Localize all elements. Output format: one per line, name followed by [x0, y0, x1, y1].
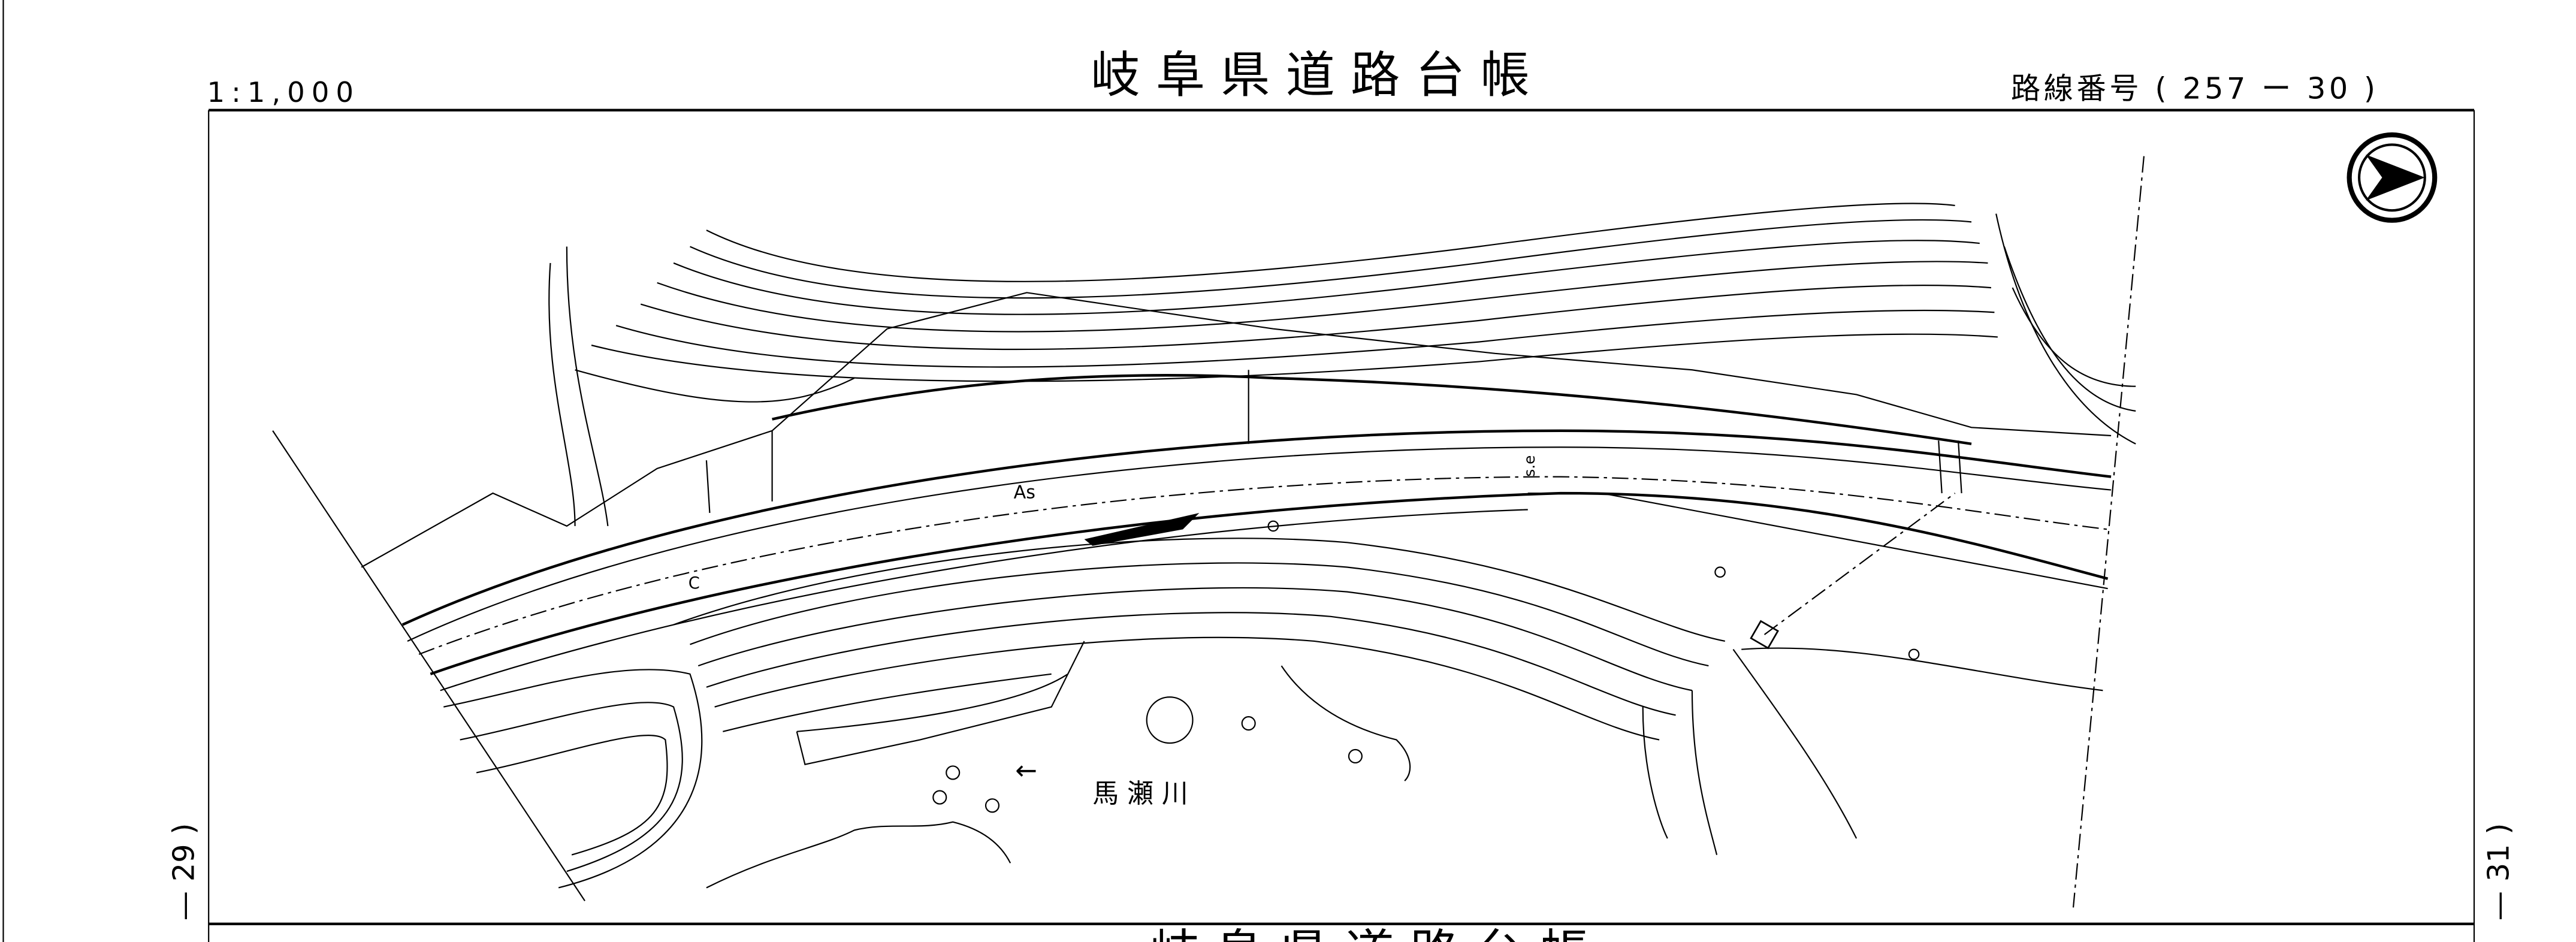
structure-label: s.e [1521, 455, 1538, 477]
riverbank-rocks [706, 493, 1956, 889]
right-sheet-ref: — 31 ) [2481, 823, 2516, 920]
north-arrow-icon [2347, 132, 2438, 223]
retaining-walls [361, 292, 2112, 568]
river-name: 馬 瀬 川 [1092, 778, 1188, 809]
river-flow-arrow: ← [1015, 755, 1037, 786]
left-sheet-ref: — 29 ) [167, 823, 201, 920]
scale-label: 1:1,000 [207, 76, 360, 108]
contours-north [548, 203, 2136, 527]
surface-label-asphalt: As [1014, 482, 1035, 503]
sheet-title: 岐 阜 県 道 路 台 帳 [1091, 47, 1530, 104]
contours-south [443, 538, 2103, 889]
surface-label-concrete: C [688, 574, 700, 593]
route-number: 路線番号 ( 257 ー 30 ) [2011, 71, 2379, 106]
match-line-left [272, 430, 585, 902]
road [401, 429, 2112, 692]
match-line-right [2072, 156, 2145, 908]
footer-title: 岐 阜 県 道 路 台 帳 [1150, 925, 1589, 942]
